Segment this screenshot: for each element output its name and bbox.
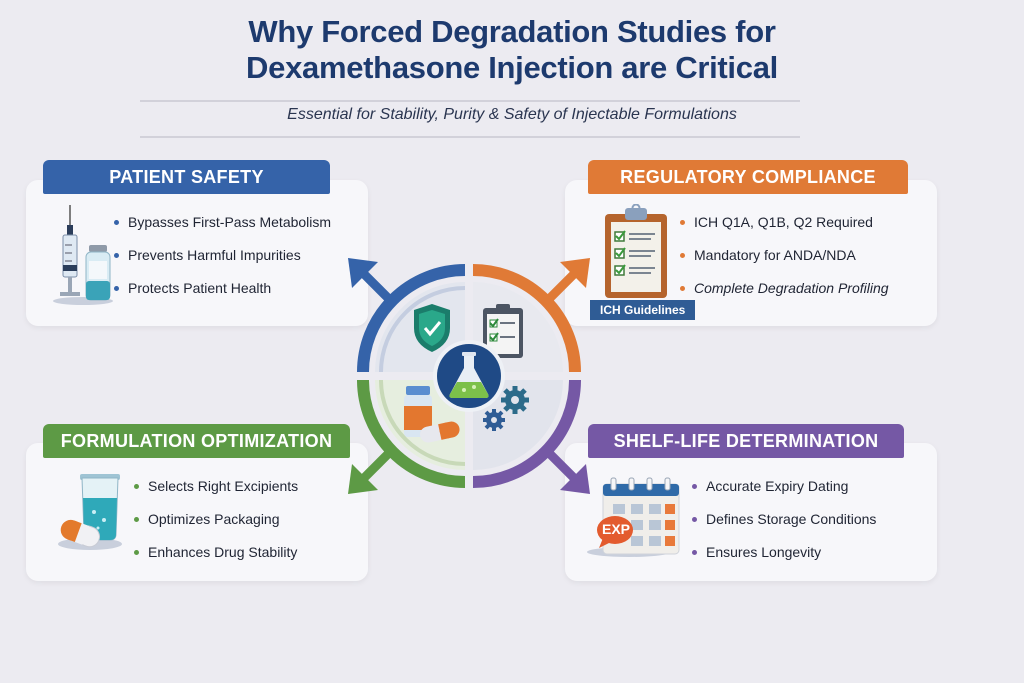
- regulatory-arc: [472, 264, 581, 373]
- central-hub-diagram: [348, 258, 590, 494]
- clipboard-icon: [483, 304, 523, 358]
- page-title: Why Forced Degradation Studies for Dexam…: [0, 14, 1024, 86]
- gears-icon: [483, 386, 529, 431]
- ich-guidelines-badge: ICH Guidelines: [590, 300, 696, 320]
- formulation-optimization-list: Selects Right Excipients Optimizes Packa…: [134, 476, 298, 575]
- beaker-capsule-icon: [58, 474, 122, 550]
- subtitle-divider: [140, 100, 800, 138]
- subtitle: Essential for Stability, Purity & Safety…: [287, 106, 737, 123]
- shield-check-icon: [414, 304, 450, 352]
- clipboard-checklist-icon: [605, 204, 667, 298]
- list-item: ICH Q1A, Q1B, Q2 Required: [680, 212, 889, 245]
- formulation-arc: [357, 379, 466, 488]
- calendar-exp-icon: [587, 477, 680, 557]
- exp-label: EXP: [601, 521, 630, 537]
- shelf-life-heading: SHELF-LIFE DETERMINATION: [588, 424, 904, 458]
- list-item: Ensures Longevity: [692, 542, 876, 575]
- patient-safety-list: Bypasses First-Pass Metabolism Prevents …: [114, 212, 331, 311]
- title-line-1: Why Forced Degradation Studies for: [248, 14, 776, 49]
- list-item: Optimizes Packaging: [134, 509, 298, 542]
- patient-safety-heading: PATIENT SAFETY: [43, 160, 330, 194]
- list-item: Accurate Expiry Dating: [692, 476, 876, 509]
- list-item: Mandatory for ANDA/NDA: [680, 245, 889, 278]
- patient-safety-arc: [357, 264, 466, 373]
- list-item: Protects Patient Health: [114, 278, 331, 311]
- list-item: Prevents Harmful Impurities: [114, 245, 331, 278]
- flask-icon: [433, 340, 505, 412]
- syringe-vial-icon: [53, 205, 113, 305]
- title-line-2: Dexamethasone Injection are Critical: [246, 50, 778, 85]
- list-item: Enhances Drug Stability: [134, 542, 298, 575]
- list-item: Defines Storage Conditions: [692, 509, 876, 542]
- shelf-life-list: Accurate Expiry Dating Defines Storage C…: [692, 476, 876, 575]
- list-item: Selects Right Excipients: [134, 476, 298, 509]
- vial-capsule-icon: [404, 386, 460, 443]
- regulatory-compliance-heading: REGULATORY COMPLIANCE: [588, 160, 908, 194]
- formulation-optimization-heading: FORMULATION OPTIMIZATION: [43, 424, 350, 458]
- regulatory-compliance-list: ICH Q1A, Q1B, Q2 Required Mandatory for …: [680, 212, 889, 311]
- list-item: Bypasses First-Pass Metabolism: [114, 212, 331, 245]
- list-item: Complete Degradation Profiling: [680, 278, 889, 311]
- shelf-life-arc: [472, 379, 581, 488]
